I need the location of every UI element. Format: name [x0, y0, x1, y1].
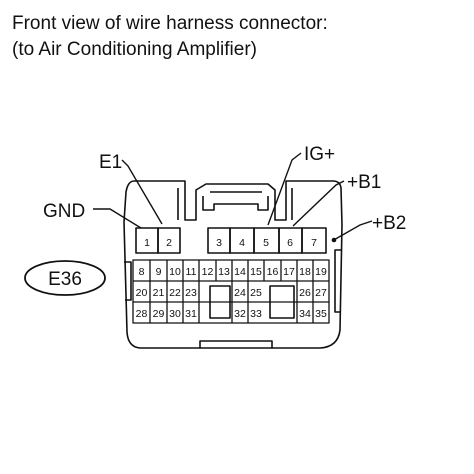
pin-34: 34	[299, 308, 311, 320]
pin-19: 19	[315, 266, 327, 278]
leader-ig	[267, 152, 302, 226]
connector-code: E36	[48, 269, 82, 290]
leader-dot-b2	[331, 237, 337, 243]
label-b2-plus: +B2	[372, 213, 406, 234]
pin-27: 27	[315, 287, 327, 299]
side-key-left	[124, 261, 132, 301]
pin-35: 35	[315, 308, 327, 320]
pin-21: 21	[153, 287, 165, 299]
keyway-right	[269, 285, 295, 319]
pin-24: 24	[234, 287, 246, 299]
pin-29: 29	[153, 308, 165, 320]
pin-4: 4	[239, 237, 245, 249]
pin-6: 6	[287, 237, 293, 249]
pin-3: 3	[216, 237, 222, 249]
pin-numbers: 1 2 3 4 5 6 7 8 9 10 11 12 13 14 15 16 1…	[136, 237, 327, 320]
pin-grid-rows	[132, 259, 330, 324]
pin-17: 17	[283, 266, 295, 278]
pin-20: 20	[136, 287, 148, 299]
connector-housing	[123, 180, 343, 349]
pin-25: 25	[250, 287, 262, 299]
label-b1-plus: +B1	[347, 172, 381, 193]
label-gnd: GND	[43, 201, 85, 222]
pin-18: 18	[299, 266, 311, 278]
center-lock-tab	[202, 196, 269, 211]
pin-1: 1	[144, 237, 150, 249]
pin-31: 31	[185, 308, 197, 320]
pin-2: 2	[166, 237, 172, 249]
pin-5: 5	[263, 237, 269, 249]
pin-26: 26	[299, 287, 311, 299]
caption-line-2: (to Air Conditioning Amplifier)	[12, 39, 257, 60]
pin-cell-7	[301, 227, 327, 254]
pin-33: 33	[250, 308, 262, 320]
pin-30: 30	[169, 308, 181, 320]
pin-11: 11	[186, 266, 197, 278]
pin-14: 14	[234, 266, 246, 278]
caption-line-1: Front view of wire harness connector:	[12, 13, 328, 34]
side-key-right	[334, 249, 342, 313]
label-e1: E1	[99, 152, 122, 173]
keyway-center	[209, 285, 231, 319]
connector-code-bubble	[24, 260, 106, 296]
pin-23: 23	[185, 287, 197, 299]
housing-foot	[199, 340, 273, 348]
pin-7: 7	[311, 237, 317, 249]
leader-b1	[292, 180, 345, 227]
pin-16: 16	[267, 266, 279, 278]
leader-gnd	[93, 208, 142, 229]
pin-28: 28	[136, 308, 148, 320]
pin-10: 10	[169, 266, 181, 278]
pin-32: 32	[234, 308, 246, 320]
leader-e1	[121, 159, 163, 225]
label-ig-plus: IG+	[304, 144, 335, 165]
pin-15: 15	[250, 266, 262, 278]
pin-22: 22	[169, 287, 181, 299]
leader-b2	[331, 220, 373, 242]
pin-8: 8	[139, 266, 145, 278]
pin-9: 9	[156, 266, 162, 278]
pin-cell-2	[157, 227, 181, 254]
pin-13: 13	[218, 266, 230, 278]
pin-12: 12	[202, 266, 214, 278]
